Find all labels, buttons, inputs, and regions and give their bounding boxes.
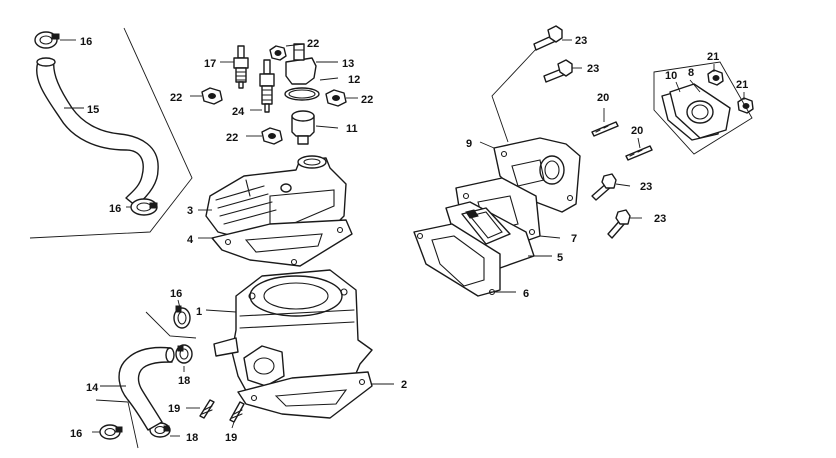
nut-top[interactable] bbox=[269, 45, 287, 61]
callout-18-upper: 18 bbox=[178, 375, 190, 387]
nut-lower[interactable] bbox=[261, 127, 283, 145]
callout-22-lower: 22 bbox=[226, 132, 238, 144]
callout-16-hose-end: 16 bbox=[109, 203, 121, 215]
exhaust-flange-boundary bbox=[653, 61, 753, 155]
upper-coolant-hose[interactable] bbox=[36, 57, 159, 207]
callout-21-lower: 21 bbox=[736, 79, 748, 91]
reed-valve[interactable] bbox=[445, 201, 535, 269]
hose-clamp-upper-end[interactable] bbox=[130, 198, 158, 216]
callout-14: 14 bbox=[86, 382, 99, 394]
callout-16-bottom: 16 bbox=[70, 428, 82, 440]
nut-right[interactable] bbox=[325, 89, 347, 107]
callout-22-right: 22 bbox=[361, 94, 373, 106]
stud-20-lower[interactable] bbox=[625, 145, 653, 161]
callout-9: 9 bbox=[466, 138, 472, 150]
bolt-23-lower[interactable] bbox=[607, 209, 631, 239]
callout-20-lower: 20 bbox=[631, 125, 643, 137]
hose-clamp-18-upper[interactable] bbox=[175, 344, 193, 364]
callout-3: 3 bbox=[187, 205, 193, 217]
leader-lines bbox=[60, 39, 745, 437]
thermostat-housing[interactable] bbox=[285, 43, 317, 85]
callout-23-top: 23 bbox=[575, 35, 587, 47]
reed-valve-gasket[interactable] bbox=[413, 223, 501, 297]
intake-manifold[interactable] bbox=[493, 137, 581, 213]
thermostat[interactable] bbox=[291, 110, 315, 145]
stud-20-upper[interactable] bbox=[591, 121, 619, 137]
callout-20-upper: 20 bbox=[597, 92, 609, 104]
callout-7: 7 bbox=[571, 233, 577, 245]
callout-22-left: 22 bbox=[170, 92, 182, 104]
callout-16-bracket: 16 bbox=[170, 288, 182, 300]
bolt-23-top[interactable] bbox=[533, 25, 563, 51]
base-gasket[interactable] bbox=[237, 371, 373, 419]
callout-18-lower: 18 bbox=[186, 432, 198, 444]
hose-clamp-bottom[interactable] bbox=[99, 424, 123, 440]
hose-clamp-top[interactable] bbox=[34, 31, 60, 49]
callout-8: 8 bbox=[688, 67, 694, 79]
callout-labels: 16 15 16 17 22 13 12 22 22 24 11 22 3 4 … bbox=[70, 35, 748, 444]
callout-23-lower: 23 bbox=[654, 213, 666, 225]
callout-4: 4 bbox=[187, 234, 194, 246]
callout-22-top: 22 bbox=[307, 38, 319, 50]
callout-6: 6 bbox=[523, 288, 529, 300]
bolt-23-middle[interactable] bbox=[591, 173, 617, 201]
nut-left[interactable] bbox=[201, 87, 223, 105]
callout-21-upper: 21 bbox=[707, 51, 719, 63]
o-ring[interactable] bbox=[284, 87, 320, 101]
spark-plug-secondary[interactable] bbox=[259, 59, 275, 113]
callout-16-top: 16 bbox=[80, 36, 92, 48]
callout-2: 2 bbox=[401, 379, 407, 391]
callout-23-middle: 23 bbox=[640, 181, 652, 193]
callout-24: 24 bbox=[232, 106, 245, 118]
callout-19-left: 19 bbox=[168, 403, 180, 415]
stud-bolt-left[interactable] bbox=[199, 399, 215, 419]
callout-11: 11 bbox=[346, 123, 358, 135]
lower-coolant-hose[interactable] bbox=[118, 346, 175, 431]
nut-21-lower[interactable] bbox=[737, 97, 754, 114]
callout-17: 17 bbox=[204, 58, 216, 70]
nut-21-upper[interactable] bbox=[707, 69, 724, 86]
callout-12: 12 bbox=[348, 74, 360, 86]
bolt-23-upper[interactable] bbox=[543, 59, 573, 83]
hose-clamp-bracket[interactable] bbox=[173, 305, 191, 329]
stud-bolt-right[interactable] bbox=[229, 401, 245, 423]
callout-19-right: 19 bbox=[225, 432, 237, 444]
exhaust-flange[interactable] bbox=[669, 83, 731, 139]
callout-1: 1 bbox=[196, 306, 202, 318]
callout-13: 13 bbox=[342, 58, 354, 70]
lower-left-boundary bbox=[95, 399, 139, 449]
callout-23-upper: 23 bbox=[587, 63, 599, 75]
callout-5: 5 bbox=[557, 252, 563, 264]
clamp-bracket-boundary bbox=[145, 311, 197, 339]
upper-left-boundary bbox=[29, 27, 193, 239]
spark-plug[interactable] bbox=[233, 45, 249, 89]
cylinder-block[interactable] bbox=[213, 269, 373, 405]
right-assembly-boundary bbox=[491, 47, 538, 143]
head-gasket[interactable] bbox=[211, 219, 353, 267]
callout-10: 10 bbox=[665, 70, 677, 82]
callout-15: 15 bbox=[87, 104, 99, 116]
